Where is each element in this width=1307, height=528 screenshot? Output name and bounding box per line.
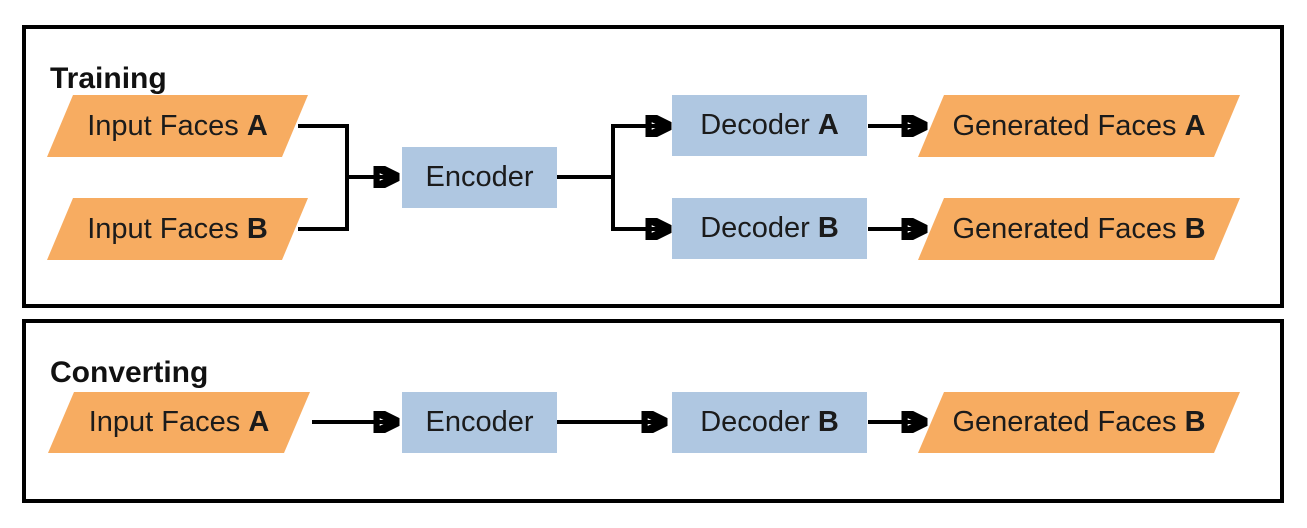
node-label: Generated Faces B bbox=[952, 406, 1206, 438]
node-label: Input Faces A bbox=[87, 109, 268, 142]
node-training-input-faces-b: Input Faces B bbox=[47, 198, 308, 260]
node-training-input-faces-a: Input Faces A bbox=[47, 95, 308, 157]
node-converting-decoder-b: Decoder B bbox=[672, 392, 867, 453]
node-label: Decoder B bbox=[700, 212, 839, 244]
node-label: Input Faces A bbox=[88, 406, 270, 438]
training-panel-title: Training bbox=[50, 61, 167, 95]
training-panel: Training bbox=[22, 25, 1284, 308]
node-training-encoder: Encoder bbox=[402, 147, 557, 208]
node-converting-generated-faces-b: Generated Faces B bbox=[918, 392, 1240, 453]
node-label: Decoder A bbox=[700, 109, 839, 141]
node-label: Decoder B bbox=[700, 406, 839, 438]
node-label: Encoder bbox=[425, 161, 534, 193]
node-label: Generated Faces A bbox=[952, 109, 1206, 142]
node-training-decoder-a: Decoder A bbox=[672, 95, 867, 156]
node-label: Encoder bbox=[425, 406, 534, 438]
node-converting-encoder: Encoder bbox=[402, 392, 557, 453]
node-training-decoder-b: Decoder B bbox=[672, 198, 867, 259]
node-converting-input-faces-a: Input Faces A bbox=[48, 392, 310, 453]
node-training-generated-faces-a: Generated Faces A bbox=[918, 95, 1240, 157]
node-label: Generated Faces B bbox=[952, 212, 1206, 245]
node-label: Input Faces B bbox=[87, 212, 268, 245]
node-training-generated-faces-b: Generated Faces B bbox=[918, 198, 1240, 260]
converting-panel-title: Converting bbox=[50, 355, 209, 389]
